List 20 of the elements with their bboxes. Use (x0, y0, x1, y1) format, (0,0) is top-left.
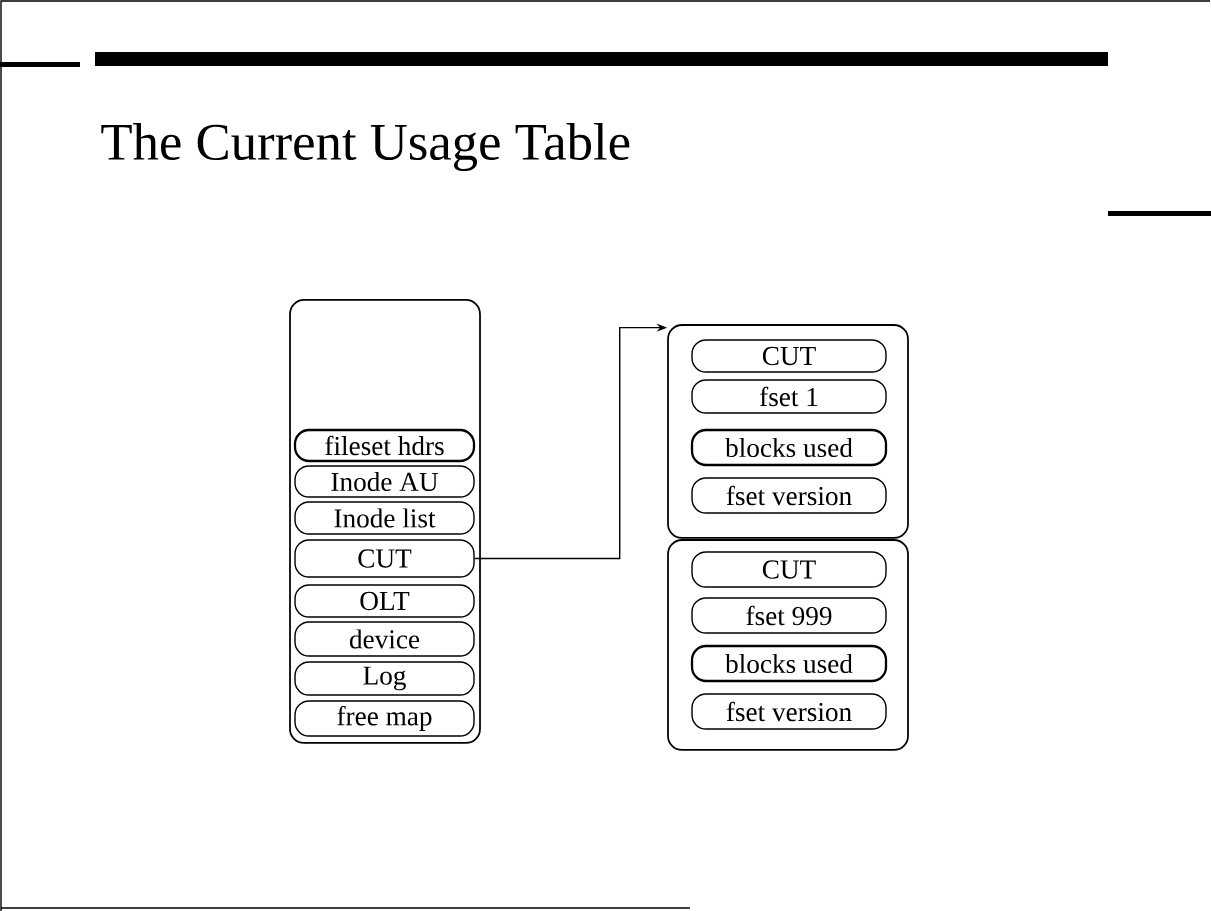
field-pill: fset version (691, 693, 887, 730)
field-pill: fileset hdrs (293, 428, 476, 463)
container-box (667, 539, 909, 751)
field-pill: OLT (294, 584, 475, 618)
field-pill: blocks used (690, 428, 888, 467)
field-pill: CUT (691, 551, 887, 588)
container-box (667, 324, 909, 539)
field-pill: CUT (294, 539, 475, 578)
field-pill: blocks used (690, 644, 888, 683)
field-pill: CUT (691, 339, 887, 373)
title: The Current Usage Table (101, 123, 630, 171)
field-pill: fset 1 (691, 379, 887, 414)
field-pill: device (294, 621, 475, 657)
field-pill: fset version (691, 477, 887, 514)
field-pill: fset 999 (691, 597, 887, 634)
field-pill: Log (294, 661, 475, 696)
container-box (289, 299, 481, 744)
field-pill: Inode AU (294, 465, 475, 498)
field-pill: free map (294, 700, 475, 737)
field-pill: Inode list (294, 501, 475, 535)
